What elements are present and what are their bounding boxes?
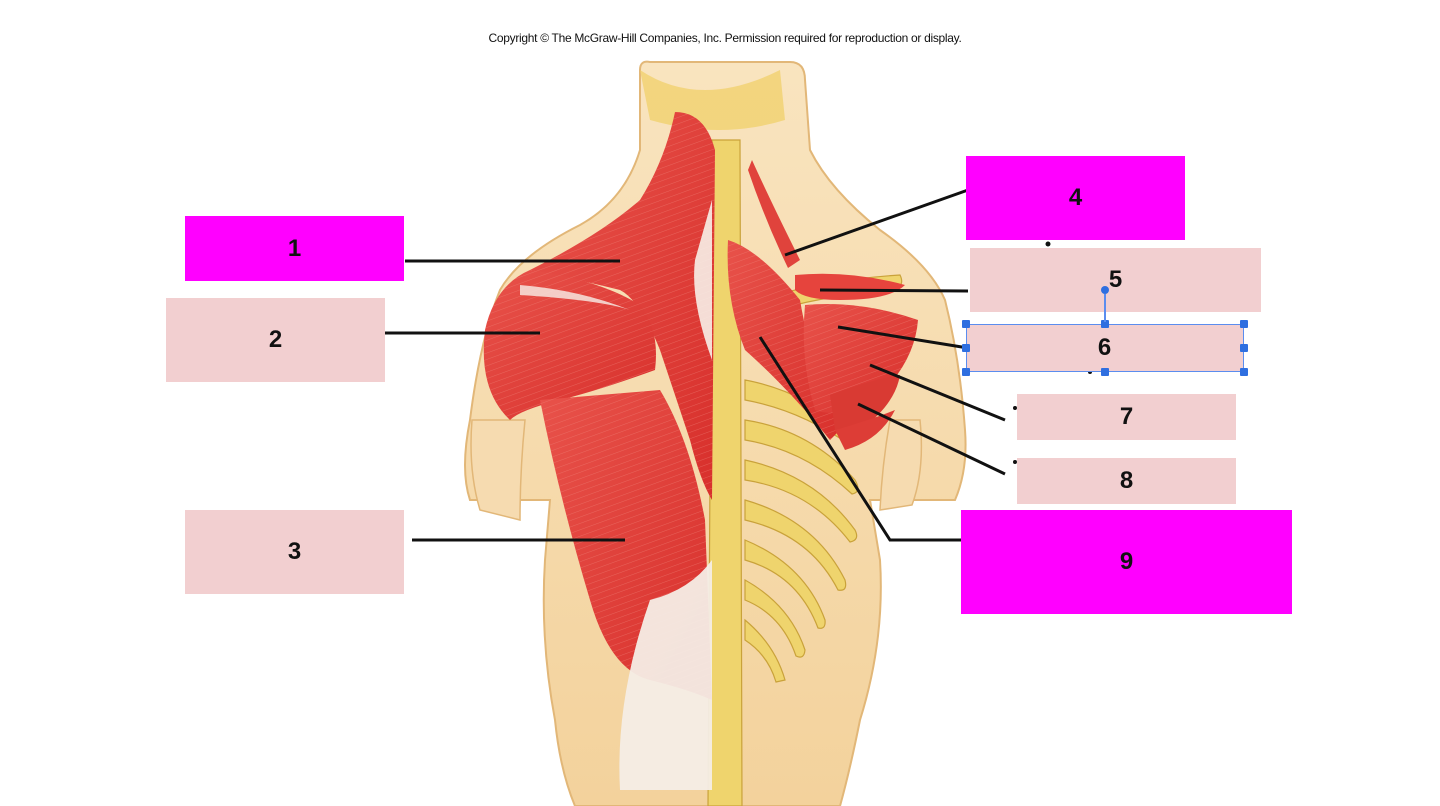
superficial-muscles <box>483 112 715 790</box>
deep-muscles <box>727 160 918 450</box>
label-text-9: 9 <box>1119 548 1134 575</box>
label-box-4[interactable]: 4 <box>966 156 1185 240</box>
label-box-1[interactable]: 1 <box>185 216 404 281</box>
label-text-3: 3 <box>287 538 302 565</box>
resize-handle-bottom-left[interactable] <box>962 368 970 376</box>
label-box-5[interactable]: 5 <box>970 248 1261 312</box>
label-box-2[interactable]: 2 <box>166 298 385 382</box>
label-box-6[interactable]: 6 <box>966 324 1243 372</box>
rotate-handle-stem <box>1104 294 1106 322</box>
resize-handle-bottom-right[interactable] <box>1240 368 1248 376</box>
resize-handle-top-left[interactable] <box>962 320 970 328</box>
leader-lines <box>385 188 1006 542</box>
label-text-8: 8 <box>1119 467 1134 494</box>
resize-handle-top-right[interactable] <box>1240 320 1248 328</box>
label-text-7: 7 <box>1119 403 1134 430</box>
label-box-7[interactable]: 7 <box>1017 394 1236 440</box>
resize-handle-middle-left[interactable] <box>962 344 970 352</box>
label-text-5: 5 <box>1108 266 1123 293</box>
label-box-9[interactable]: 9 <box>961 510 1292 614</box>
selection-frame <box>966 324 1244 372</box>
label-box-8[interactable]: 8 <box>1017 458 1236 504</box>
resize-handle-bottom-center[interactable] <box>1101 368 1109 376</box>
label-text-1: 1 <box>287 234 302 262</box>
label-text-2: 2 <box>268 326 283 353</box>
label-text-6: 6 <box>1097 334 1112 361</box>
copyright-notice: Copyright © The McGraw-Hill Companies, I… <box>488 31 962 45</box>
resize-handle-top-center[interactable] <box>1101 320 1109 328</box>
label-text-4: 4 <box>1068 184 1083 211</box>
label-box-3[interactable]: 3 <box>185 510 404 594</box>
rotate-handle[interactable] <box>1101 286 1109 294</box>
resize-handle-middle-right[interactable] <box>1240 344 1248 352</box>
